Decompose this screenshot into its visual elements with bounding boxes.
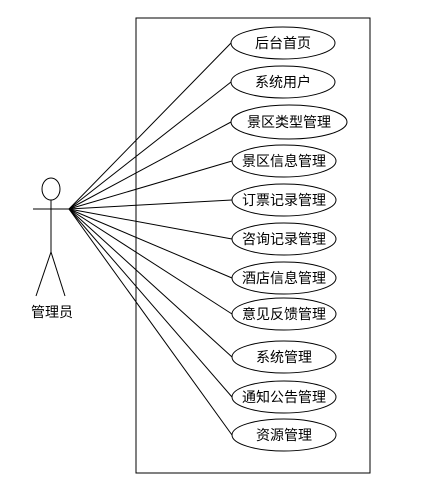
use-case: 系统管理 [231,340,337,374]
use-case: 订票记录管理 [231,183,337,217]
use-case-label: 系统用户 [255,74,311,91]
use-cases: 后台首页系统用户景区类型管理景区信息管理订票记录管理咨询记录管理酒店信息管理意见… [230,26,348,452]
association-line [68,208,233,240]
use-case-ellipse [230,104,348,140]
use-case: 后台首页 [230,26,336,60]
use-case-ellipse [231,183,337,217]
use-case: 资源管理 [231,418,337,452]
use-case-label: 意见反馈管理 [242,306,326,323]
use-case-ellipse [231,380,337,414]
use-case-label: 资源管理 [256,428,312,444]
use-case-label: 咨询记录管理 [242,232,326,248]
association-line [68,208,233,279]
use-case: 系统用户 [230,65,336,99]
actor-label: 管理员 [31,305,73,321]
use-case: 咨询记录管理 [231,222,337,256]
use-case: 景区信息管理 [231,144,337,178]
use-case-label: 通知公告管理 [242,389,326,406]
association-line [68,208,233,398]
actor-head [41,177,61,201]
system-boundary [135,17,371,474]
use-case: 意见反馈管理 [231,297,337,331]
use-case-ellipse [231,144,337,178]
association-line [68,208,233,436]
actor-right-leg [50,251,66,297]
actor: 管理员 [31,177,73,321]
use-case-label: 后台首页 [255,36,311,52]
association-line [68,81,232,210]
actor-left-leg [35,251,52,297]
association-line [68,199,233,210]
use-case-ellipse [230,65,336,99]
use-case-label: 订票记录管理 [242,193,326,209]
association-line [68,208,233,315]
association-line [68,160,233,210]
use-case-label: 系统管理 [256,350,312,366]
use-case: 景区类型管理 [230,104,348,140]
use-case-label: 景区类型管理 [247,115,331,131]
use-case-label: 酒店信息管理 [242,270,326,287]
use-case-ellipse [231,297,337,331]
association-line [68,208,233,358]
association-line [68,42,232,210]
use-case-ellipse [230,26,336,60]
use-case-ellipse [231,418,337,452]
use-case-label: 景区信息管理 [242,153,326,170]
association-line [68,121,232,210]
use-case-ellipse [231,222,337,256]
use-case: 酒店信息管理 [231,261,337,295]
use-case: 通知公告管理 [231,380,337,414]
association-lines [68,42,233,436]
use-case-ellipse [231,261,337,295]
use-case-ellipse [231,340,337,374]
